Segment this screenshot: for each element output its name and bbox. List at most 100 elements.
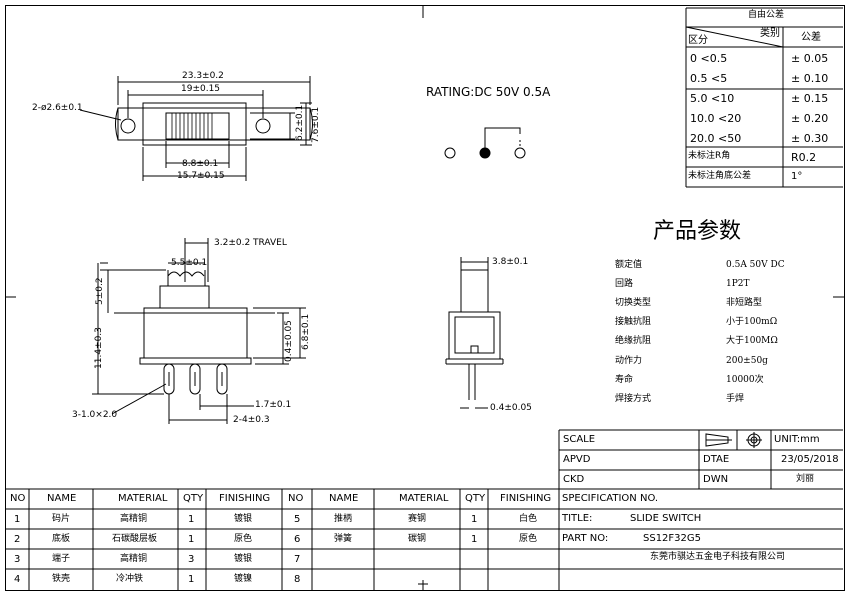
bom-cell-1-material-2: 赛钢	[408, 514, 427, 524]
param-key-3: 接触抗阻	[615, 317, 652, 327]
bom-header-no-2: NO	[288, 493, 304, 504]
dim-pin-holes: 3-1.0×2.0	[72, 410, 118, 420]
dim-top-body-width: 15.7±0.15	[177, 171, 225, 181]
tolerance-header-category: 类别	[760, 28, 780, 39]
bom-cell-2-material-2: 碳钢	[408, 534, 427, 544]
title-label: TITLE:	[562, 513, 593, 524]
tolerance-header-zone: 区分	[688, 35, 708, 46]
bom-cell-1-no: 1	[14, 514, 21, 525]
company-name: 东莞市骐达五金电子科技有限公司	[650, 552, 786, 562]
bom-cell-2-finishing: 原色	[234, 534, 253, 544]
bom-cell-3-material: 高精铜	[120, 554, 148, 564]
tolerance-value-5: R0.2	[791, 151, 817, 164]
title-value: SLIDE SWITCH	[630, 513, 702, 524]
part-value: SS12F32G5	[643, 533, 702, 544]
param-value-1: 1P2T	[726, 279, 750, 289]
dwn-label: DWN	[703, 474, 729, 485]
bom-cell-3-name: 端子	[52, 554, 71, 564]
bom-cell-1-finishing: 镀银	[234, 514, 253, 524]
bom-cell-4-no-2: 8	[294, 574, 301, 585]
bom-cell-4-material: 冷冲铁	[116, 574, 144, 584]
param-value-3: 小于100mΩ	[726, 317, 778, 327]
tolerance-value-6: 1°	[791, 171, 803, 182]
bom-cell-1-name: 码片	[52, 514, 71, 524]
bom-cell-3-no: 3	[14, 554, 21, 565]
spec-label: SPECIFICATION NO.	[562, 493, 659, 504]
param-key-5: 动作力	[615, 356, 643, 366]
dim-top-outer-width: 23.3±0.2	[182, 71, 224, 81]
bom-cell-2-name-2: 弹簧	[334, 534, 353, 544]
bom-cell-1-qty: 1	[188, 514, 195, 525]
bom-header-material-2: MATERIAL	[399, 493, 449, 504]
date-label: DTAE	[703, 454, 730, 465]
bom-cell-4-no: 4	[14, 574, 21, 585]
bom-cell-4-finishing: 镀镍	[234, 574, 253, 584]
tolerance-range-2: 5.0 <10	[690, 92, 735, 105]
bom-cell-2-no: 2	[14, 534, 21, 545]
tolerance-table-grid	[685, 7, 843, 188]
param-value-5: 200±50g	[726, 356, 768, 366]
tolerance-range-1: 0.5 <5	[690, 72, 728, 85]
dim-side-knob-width: 3.8±0.1	[492, 257, 529, 267]
bom-header-finishing-2: FINISHING	[500, 493, 552, 504]
bom-cell-3-finishing: 镀银	[234, 554, 253, 564]
dim-top-slot-width: 8.8±0.1	[182, 159, 219, 169]
bom-cell-2-qty-2: 1	[471, 534, 478, 545]
bom-header-name: NAME	[47, 493, 77, 504]
bom-header-qty-2: QTY	[465, 493, 486, 504]
dwn-name: 刘丽	[796, 474, 815, 484]
dim-top-inner-height: 6.2±0.1	[295, 104, 305, 141]
bom-cell-1-name-2: 推柄	[334, 514, 353, 524]
param-key-7: 焊接方式	[615, 394, 652, 404]
param-value-0: 0.5A 50V DC	[726, 260, 785, 270]
bom-cell-1-qty-2: 1	[471, 514, 478, 525]
bom-header-qty: QTY	[183, 493, 204, 504]
title-block-grid	[558, 429, 843, 590]
bom-cell-1-material: 高精铜	[120, 514, 148, 524]
tolerance-value-0: ± 0.05	[791, 52, 829, 65]
bom-grid	[5, 488, 559, 590]
param-key-1: 回路	[615, 279, 634, 289]
bom-cell-4-name: 铁壳	[52, 574, 71, 584]
tolerance-value-3: ± 0.20	[791, 112, 829, 125]
bom-header-no: NO	[10, 493, 26, 504]
bom-cell-4-qty: 1	[188, 574, 195, 585]
front-view	[92, 238, 306, 424]
bom-cell-3-qty: 3	[188, 554, 195, 565]
date-value: 23/05/2018	[781, 454, 839, 465]
unit-label: UNIT:mm	[774, 434, 820, 445]
param-key-0: 额定值	[615, 260, 643, 270]
side-view	[445, 257, 504, 409]
dim-pin-pitch: 2-4±0.3	[233, 415, 270, 425]
dim-travel: 3.2±0.2 TRAVEL	[214, 238, 287, 248]
dim-side-pin-thickness: 0.4±0.05	[490, 403, 532, 413]
bom-header-name-2: NAME	[329, 493, 359, 504]
bom-cell-2-name: 底板	[52, 534, 71, 544]
dim-pin-gap: 1.7±0.1	[255, 400, 292, 410]
dim-body-height: 6.8±0.1	[301, 313, 311, 350]
dim-knob-width: 5.5±0.1	[171, 258, 208, 268]
param-key-4: 绝缘抗阻	[615, 336, 652, 346]
dim-plate-thickness: 0.4±0.05	[284, 320, 294, 362]
param-value-2: 非短路型	[726, 298, 763, 308]
dim-total-height: 11.4±0.3	[94, 327, 104, 369]
params-title: 产品参数	[653, 219, 742, 244]
tolerance-range-3: 10.0 <20	[690, 112, 742, 125]
bom-cell-2-qty: 1	[188, 534, 195, 545]
sheet-border	[5, 5, 845, 591]
dim-top-hole-spacing: 19±0.15	[181, 84, 221, 94]
dim-knob-height: 5±0.2	[95, 277, 105, 305]
param-value-7: 手焊	[726, 394, 745, 404]
bom-cell-1-finishing-2: 白色	[519, 514, 538, 524]
tolerance-value-4: ± 0.30	[791, 132, 829, 145]
tolerance-range-0: 0 <0.5	[690, 52, 728, 65]
scale-label: SCALE	[563, 434, 596, 445]
param-value-6: 10000次	[726, 375, 764, 385]
tolerance-range-5: 未标注R角	[688, 151, 731, 161]
bom-cell-2-no-2: 6	[294, 534, 301, 545]
bom-header-finishing: FINISHING	[219, 493, 271, 504]
ckd-label: CKD	[563, 474, 585, 485]
bom-header-material: MATERIAL	[118, 493, 168, 504]
